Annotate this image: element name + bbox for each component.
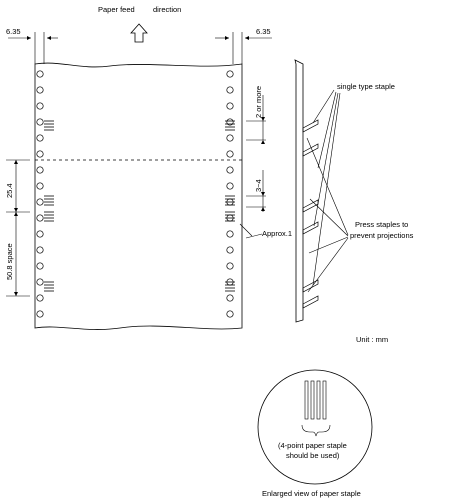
leader-1 [312,89,335,124]
sprocket-hole [226,150,234,158]
approx-leader [245,233,263,239]
leader-8 [307,237,349,293]
sprocket-hole [226,134,234,142]
staple-marks [44,120,235,292]
approx-label: Approx.1 [262,229,292,238]
sprocket-hole [36,86,44,94]
sprocket-hole [36,262,44,270]
dim-34-label: 3~4 [254,179,263,192]
sprocket-hole [226,102,234,110]
paper-sheet [34,62,243,330]
sprocket-hole [226,310,234,318]
sprocket-hole [226,182,234,190]
approx-leader2 [239,223,253,237]
leader-6 [309,198,349,237]
sprocket-hole [36,118,44,126]
sprocket-hole [36,134,44,142]
four-point-staple-icon [304,380,327,420]
dim-left-arrow [27,36,31,40]
sprocket-hole [226,294,234,302]
dim-right-label: 6.35 [256,27,271,36]
sprocket-hole [36,166,44,174]
press-label-2: prevent projections [350,231,414,240]
sprocket-hole [36,214,44,222]
sprocket-hole [226,166,234,174]
note-line-1: (4-point paper staple [278,441,347,450]
dim-right-arrow [225,36,229,40]
note-line-2: should be used) [286,451,340,460]
leader-7 [308,236,349,254]
feed-arrow-icon [130,23,148,43]
sprocket-hole [36,182,44,190]
side-staples [302,119,319,309]
leader-5 [306,137,349,236]
direction-label: direction [153,5,181,14]
side-view-stack [294,59,304,323]
sprocket-hole [226,262,234,270]
sprocket-hole [226,246,234,254]
sprocket-hole [36,278,44,286]
dim-2-label: 2 or more [254,86,263,118]
dim-50-label: 50.8 space [5,243,14,280]
press-label-1: Press staples to [355,220,408,229]
sprocket-hole [226,118,234,126]
sprocket-hole [226,230,234,238]
sprocket-hole [36,230,44,238]
enlarged-caption: Enlarged view of paper staple [262,489,361,498]
dim-34-arrows [261,192,265,211]
dim-left-arrow2 [47,36,51,40]
dim-left-label: 6.35 [6,27,21,36]
dim-right-arrow2 [245,36,249,40]
enlarged-circle [257,369,373,485]
side-staple [302,295,319,309]
dim-25-label: 25.4 [5,183,14,198]
sprocket-holes [36,70,234,318]
leader-4 [312,92,341,286]
sprocket-hole [36,246,44,254]
sprocket-hole [226,86,234,94]
sprocket-hole [226,70,234,78]
single-staple-label: single type staple [337,82,395,91]
sprocket-hole [36,294,44,302]
unit-label: Unit : mm [356,335,388,344]
brace-icon [301,424,331,437]
paper-feed-label: Paper feed [98,5,135,14]
sprocket-hole [36,102,44,110]
leader-2 [317,91,337,169]
side-staple [302,199,319,213]
side-staple [302,143,319,157]
leader-3 [313,92,339,227]
sprocket-hole [36,198,44,206]
side-staple [302,119,319,133]
sprocket-hole [36,70,44,78]
side-staple [302,221,319,235]
sprocket-hole [36,150,44,158]
side-staple [302,279,319,293]
sprocket-hole [36,310,44,318]
